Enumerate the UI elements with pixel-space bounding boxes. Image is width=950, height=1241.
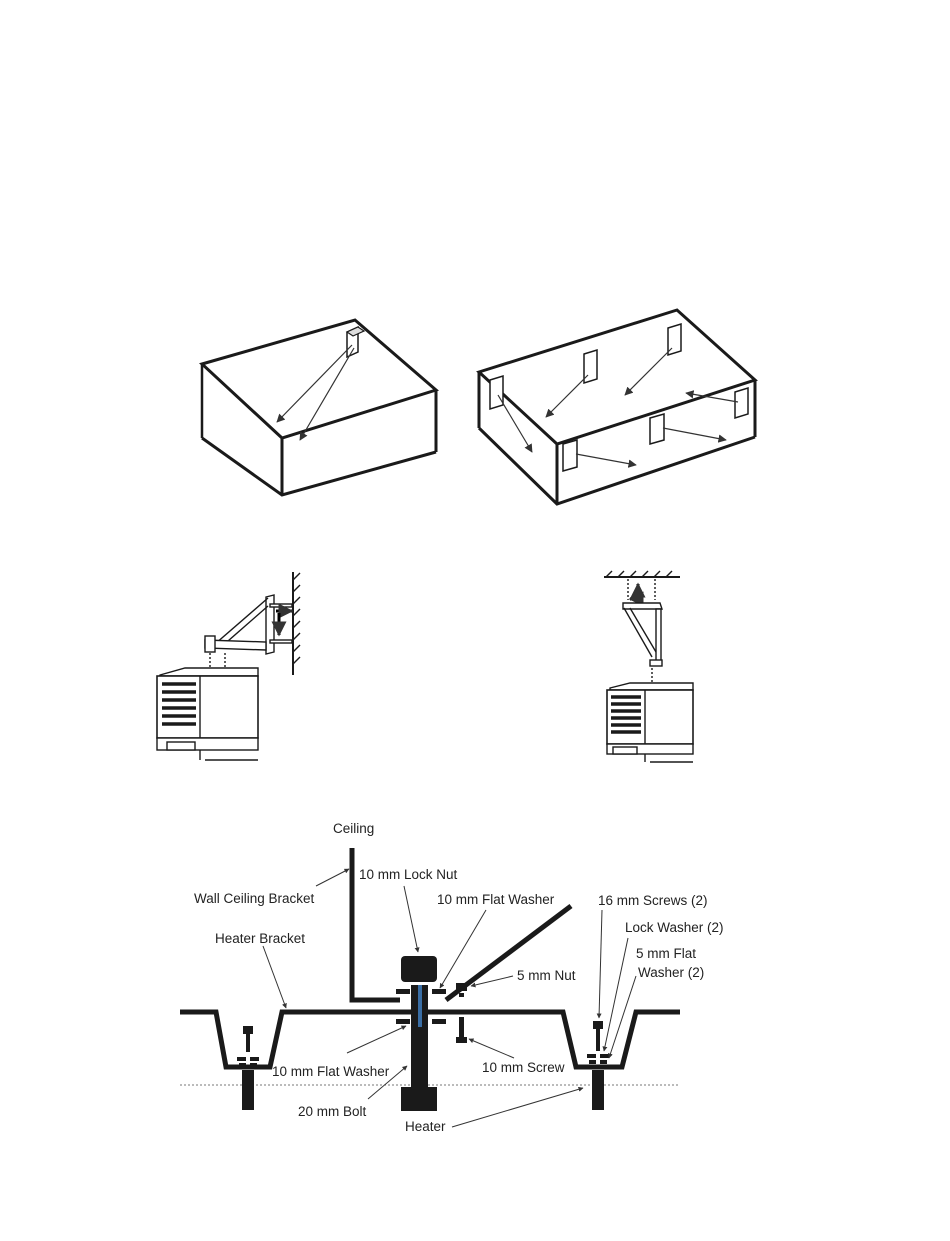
label-heater: Heater — [405, 1119, 446, 1134]
move-arrows-icon — [276, 611, 292, 635]
flat-washer-10mm-top-right — [432, 989, 446, 994]
room-diagram-multiple-heaters — [479, 310, 755, 504]
label-flat-washer-10mm-top: 10 mm Flat Washer — [437, 892, 555, 907]
bolt-20mm-head — [401, 1087, 437, 1111]
label-screw-10mm: 10 mm Screw — [482, 1060, 565, 1075]
label-flat-washer-5mm-line2: Washer (2) — [638, 965, 704, 980]
assembly-cross-section: Ceiling 10 mm Lock Nut Wall Ceiling Brac… — [180, 821, 724, 1134]
ceiling-bracket — [623, 603, 662, 666]
label-flat-washer-10mm-bottom: 10 mm Flat Washer — [272, 1064, 390, 1079]
label-nut-5mm: 5 mm Nut — [517, 968, 576, 983]
label-lock-washer: Lock Washer (2) — [625, 920, 724, 935]
screw-10mm-shaft — [459, 1017, 464, 1037]
nut-5mm — [456, 983, 467, 991]
lock-nut-10mm — [401, 956, 437, 982]
wall-mount-illustration — [157, 572, 300, 760]
label-heater-bracket: Heater Bracket — [215, 931, 305, 946]
label-flat-washer-5mm-line1: 5 mm Flat — [636, 946, 696, 961]
label-lock-nut-10mm: 10 mm Lock Nut — [359, 867, 458, 882]
ceiling-mount-illustration — [604, 571, 693, 762]
heater-unit-icon — [347, 327, 364, 357]
room-diagram-single-heater — [202, 320, 436, 495]
heater-unit — [607, 668, 693, 762]
move-arrows-icon — [630, 584, 638, 600]
bolt-accent — [418, 985, 422, 1027]
label-screws-16mm: 16 mm Screws (2) — [598, 893, 708, 908]
heater-unit — [157, 653, 258, 760]
airflow-arrows — [277, 345, 354, 440]
wall-hatching — [293, 572, 300, 675]
center-bolt-assembly — [396, 956, 446, 1111]
label-bolt-20mm: 20 mm Bolt — [298, 1104, 367, 1119]
airflow-arrows — [498, 348, 738, 465]
ceiling-hatching — [604, 571, 680, 577]
flat-washer-10mm-bottom-left — [396, 1019, 410, 1024]
ceiling-screw-lines — [628, 579, 655, 600]
flat-washer-10mm-bottom-right — [432, 1019, 446, 1024]
flat-washer-10mm-top-left — [396, 989, 410, 994]
label-wall-ceiling-bracket: Wall Ceiling Bracket — [194, 891, 315, 906]
screw-10mm-top — [459, 993, 464, 997]
screw-10mm-head — [456, 1037, 467, 1043]
label-ceiling: Ceiling — [333, 821, 374, 836]
